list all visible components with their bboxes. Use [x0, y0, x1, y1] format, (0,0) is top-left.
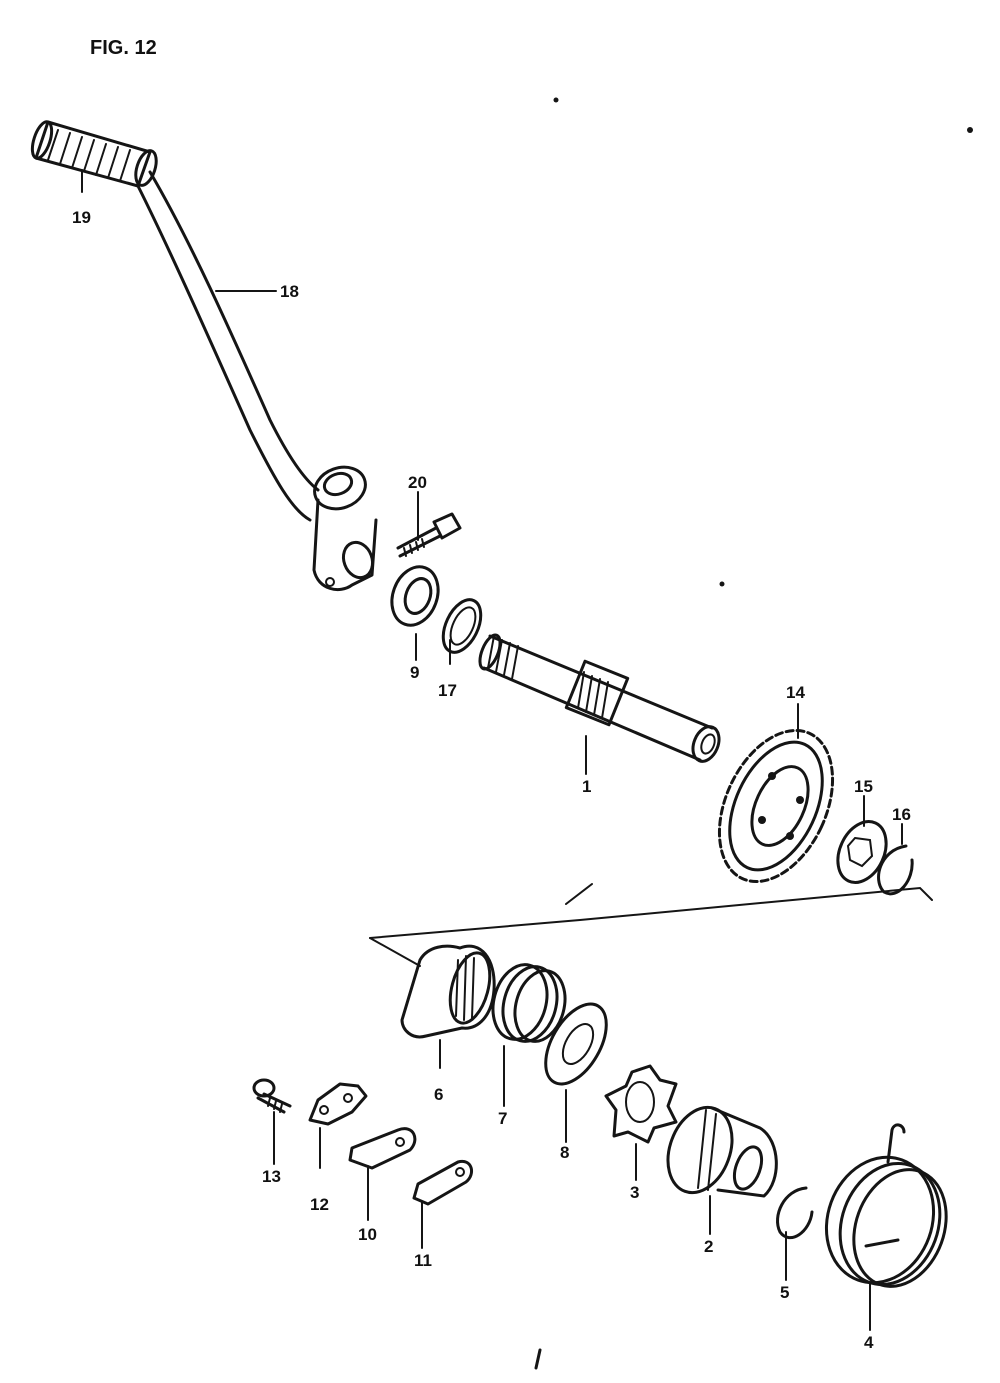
callout-10: 10 [358, 1225, 377, 1244]
callout-18: 18 [280, 282, 299, 301]
part-1-kick-shaft [478, 633, 721, 763]
part-7-spring [491, 963, 567, 1043]
callout-17: 17 [438, 681, 457, 700]
leader-lines [81, 169, 903, 1331]
callout-12: 12 [310, 1195, 329, 1214]
callout-5: 5 [780, 1283, 789, 1302]
part-13-screw [252, 1078, 292, 1114]
callout-1: 1 [582, 777, 591, 796]
section-separator [369, 883, 933, 967]
part-19-kick-grip [30, 120, 158, 188]
callout-11: 11 [414, 1251, 432, 1270]
part-4-return-spring [824, 1123, 948, 1288]
callout-6: 6 [434, 1085, 443, 1104]
callout-14: 14 [786, 683, 805, 702]
callout-20: 20 [408, 473, 427, 492]
part-17-washer [441, 598, 483, 654]
callout-9: 9 [410, 663, 419, 682]
part-6-kick-ratchet [400, 944, 496, 1039]
part-20-bolt [396, 512, 462, 558]
callout-13: 13 [262, 1167, 281, 1186]
callout-8: 8 [560, 1143, 569, 1162]
part-9-oil-seal [390, 565, 440, 627]
callout-3: 3 [630, 1183, 639, 1202]
print-specks [534, 97, 973, 1370]
part-15-lock-plate [836, 820, 888, 884]
part-12-lock-plate [308, 1082, 368, 1126]
callout-7: 7 [498, 1109, 507, 1128]
part-14-kick-gear [717, 728, 835, 884]
callout-labels: 19 18 20 9 17 1 14 15 16 6 7 8 3 2 5 4 1… [72, 208, 911, 1352]
part-3-guide [604, 1064, 678, 1144]
part-18-kick-lever [136, 170, 378, 591]
callout-15: 15 [854, 777, 873, 796]
part-2-stopper [666, 1105, 778, 1198]
callout-16: 16 [892, 805, 911, 824]
part-8-washer [544, 1002, 608, 1086]
callout-2: 2 [704, 1237, 713, 1256]
callout-19: 19 [72, 208, 91, 227]
part-10-pawl [348, 1127, 417, 1170]
callout-4: 4 [864, 1333, 874, 1352]
part-11-pawl [412, 1159, 474, 1206]
part-5-circlip [776, 1186, 814, 1240]
figure-title: FIG. 12 [90, 37, 157, 59]
